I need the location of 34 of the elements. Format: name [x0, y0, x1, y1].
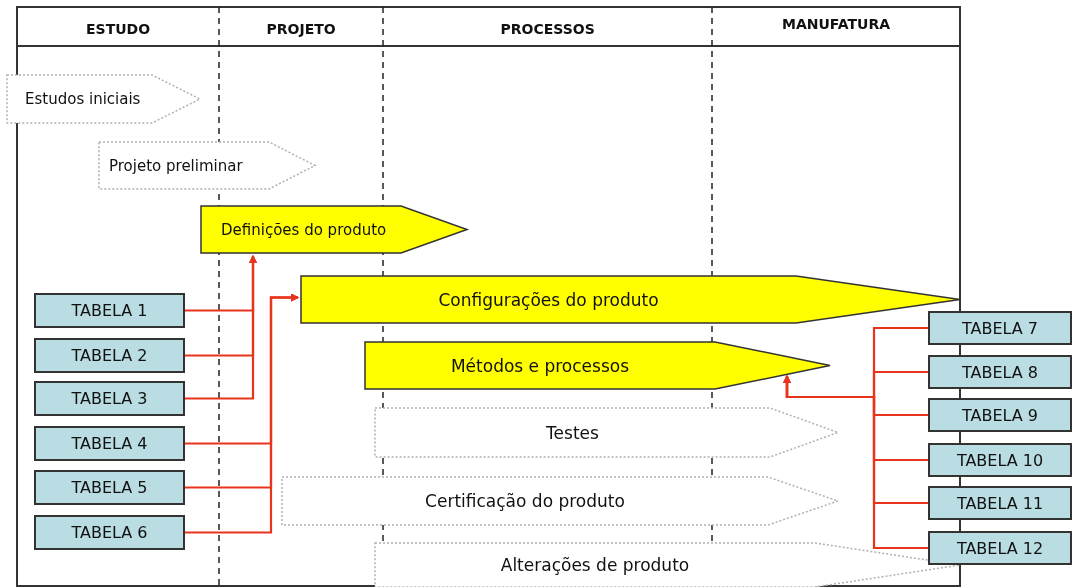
table-box: TABELA 2: [34, 338, 185, 373]
phase-label: Alterações de produto: [500, 555, 690, 575]
table-box: TABELA 11: [928, 486, 1072, 520]
phase-arrow-shape: [301, 276, 960, 323]
phase-label: Estudos iniciais: [25, 90, 141, 108]
table-box: TABELA 3: [34, 381, 185, 416]
connector-arrow: [185, 293, 299, 534]
table-box: TABELA 4: [34, 426, 185, 461]
dotted-phase-arrow-shape: [282, 477, 838, 525]
dotted-phase-arrow-shape: [7, 75, 200, 123]
dotted-phase-arrow-shape: [99, 142, 315, 189]
dotted-phase-arrow-shape: [375, 408, 838, 457]
lane-header: PROCESSOS: [500, 21, 595, 37]
phase-label: Testes: [546, 422, 599, 443]
phase-label: Certificação do produto: [425, 491, 625, 511]
table-box: TABELA 12: [928, 531, 1072, 565]
lane-header: ESTUDO: [86, 21, 151, 37]
table-box: TABELA 1: [34, 293, 185, 328]
phase-arrow-shape: [201, 206, 467, 253]
table-box: TABELA 5: [34, 470, 185, 505]
phase-label: Definições do produto: [221, 220, 387, 239]
phase-label: Métodos e processos: [450, 355, 630, 376]
table-box: TABELA 10: [928, 443, 1072, 477]
connector-arrow: [783, 375, 928, 550]
phase-label: Configurações do produto: [438, 289, 659, 310]
table-box: TABELA 9: [928, 398, 1072, 432]
lane-header: MANUFATURA: [782, 16, 891, 32]
table-box: TABELA 7: [928, 311, 1072, 345]
connector-arrow: [185, 255, 257, 400]
phase-arrow-shape: [365, 342, 830, 389]
table-box: TABELA 8: [928, 355, 1072, 389]
phase-label: Projeto preliminar: [109, 156, 243, 175]
lane-header: PROJETO: [266, 21, 336, 37]
table-box: TABELA 6: [34, 515, 185, 550]
